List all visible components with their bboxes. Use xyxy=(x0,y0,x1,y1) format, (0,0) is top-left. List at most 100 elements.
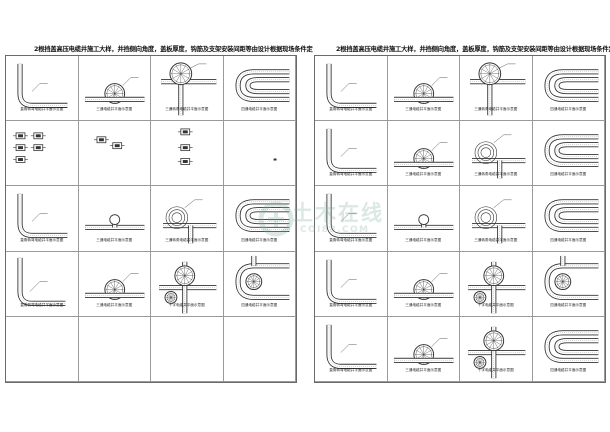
trench-drawing xyxy=(472,134,526,179)
trench-drawing xyxy=(17,194,68,239)
trench-drawing xyxy=(468,261,526,313)
trench-drawing xyxy=(393,77,453,104)
detail-panel-elbow: 直角转弯电缆井平面示意图 xyxy=(6,56,79,122)
panel-caption: 三通电缆井平面示意图 xyxy=(405,172,442,177)
trench-drawing xyxy=(543,134,598,168)
trench-drawing xyxy=(326,194,377,239)
panel-caption: 四通电缆井平面示意图 xyxy=(241,302,278,307)
trench-drawing xyxy=(273,158,277,161)
detail-panel-tee-small: 三通电缆井平面示意图 xyxy=(387,186,460,252)
detail-panel-spiral-tee: 三通转角电缆井平面示意图 xyxy=(460,186,533,252)
trench-drawing xyxy=(177,128,193,166)
detail-panel-tee-wheel: 三通电缆井平面示意图 xyxy=(78,56,151,122)
trench-drawing xyxy=(84,273,144,300)
trench-drawing xyxy=(159,261,217,313)
panel-caption: 直角转弯电缆井平面示意图 xyxy=(20,302,64,307)
panel-caption: 三通转角电缆井平面示意图 xyxy=(165,107,209,112)
panel-caption: 三通转角电缆井平面示意图 xyxy=(474,237,518,242)
trench-drawing xyxy=(393,338,453,365)
detail-panel-empty xyxy=(223,316,296,382)
detail-panel-wheel-cross: 十字电缆井平面示意图 xyxy=(151,251,224,317)
panel-caption: 直角转弯电缆井平面示意图 xyxy=(329,172,373,177)
panel-caption: 三通电缆井平面示意图 xyxy=(96,302,133,307)
detail-panel-ucurve: 四通电缆井平面示意图 xyxy=(532,316,605,382)
trench-drawing xyxy=(79,317,151,381)
panel-caption: 三通转角电缆井平面示意图 xyxy=(474,107,518,112)
detail-panel-elbow: 直角转弯电缆井平面示意图 xyxy=(315,186,388,252)
detail-panel-elbow-long: 直角转弯电缆井平面示意图 xyxy=(6,251,79,317)
sheet-title-left: 2根挡盖高压电缆井施工大样，井挡侧向角度，盖板厚度，钩筋及支架安装间距等由设计根… xyxy=(34,46,313,53)
trench-drawing xyxy=(93,136,125,150)
sheet-title-right: 2根挡盖高压电缆井施工大样，井挡侧向角度，盖板厚度，钩筋及支架安装间距等由设计根… xyxy=(336,46,610,53)
trench-drawing xyxy=(234,69,289,103)
trench-drawing xyxy=(470,62,526,116)
trench-drawing xyxy=(13,132,46,164)
detail-panel-ucurve: 四通电缆井平面示意图 xyxy=(223,56,296,122)
trench-drawing xyxy=(472,200,526,244)
panel-caption: 四通电缆井平面示意图 xyxy=(550,367,587,372)
panel-caption: 直角转弯电缆井平面示意图 xyxy=(329,237,373,242)
detail-panel-ucurve-cross: 四通电缆井平面示意图 xyxy=(532,251,605,317)
detail-panel-tee-wheel: 三通电缆井平面示意图 xyxy=(78,251,151,317)
detail-panel-elbow: 直角转弯电缆井平面示意图 xyxy=(6,186,79,252)
detail-panel-sections2 xyxy=(78,121,151,187)
panel-caption: 四通电缆井平面示意图 xyxy=(241,107,278,112)
trench-drawing xyxy=(393,142,453,170)
panel-caption: 四通电缆井平面示意图 xyxy=(550,107,587,112)
trench-drawing xyxy=(234,255,289,300)
trench-drawing xyxy=(326,324,377,369)
detail-panel-empty xyxy=(151,316,224,382)
drawing-sheet-left: 直角转弯电缆井平面示意图三通电缆井平面示意图三通转角电缆井平面示意图四通电缆井平… xyxy=(5,55,297,383)
panel-caption: 四通电缆井平面示意图 xyxy=(550,302,587,307)
trench-drawing xyxy=(17,257,66,306)
panel-caption: 三通电缆井平面示意图 xyxy=(96,237,133,242)
detail-panel-tee-small: 三通电缆井平面示意图 xyxy=(78,186,151,252)
detail-panel-empty xyxy=(6,316,79,382)
panel-caption: 三通转角电缆井平面示意图 xyxy=(165,237,209,242)
panel-caption: 十字电缆井平面示意图 xyxy=(477,367,514,372)
panel-caption: 四通电缆井平面示意图 xyxy=(550,172,587,177)
trench-drawing xyxy=(161,62,217,116)
detail-panel-wheel-tee: 三通转角电缆井平面示意图 xyxy=(460,56,533,122)
detail-panel-elbow: 直角转弯电缆井平面示意图 xyxy=(315,316,388,382)
panel-caption: 三通电缆井平面示意图 xyxy=(405,302,442,307)
panel-caption: 三通电缆井平面示意图 xyxy=(405,237,442,242)
trench-drawing xyxy=(17,63,68,108)
trench-drawing xyxy=(543,255,598,300)
detail-panel-ucurve: 四通电缆井平面示意图 xyxy=(532,186,605,252)
trench-drawing xyxy=(543,69,598,103)
panel-grid-right: 直角转弯电缆井平面示意图三通电缆井平面示意图三通转角电缆井平面示意图四通电缆井平… xyxy=(315,56,605,382)
trench-drawing xyxy=(224,317,296,381)
detail-panel-elbow: 直角转弯电缆井平面示意图 xyxy=(315,251,388,317)
panel-grid-left: 直角转弯电缆井平面示意图三通电缆井平面示意图三通转角电缆井平面示意图四通电缆井平… xyxy=(6,56,296,382)
trench-drawing xyxy=(84,214,144,231)
panel-caption: 三通电缆井平面示意图 xyxy=(405,107,442,112)
detail-panel-ucurve-cross: 四通电缆井平面示意图 xyxy=(223,251,296,317)
trench-drawing xyxy=(326,129,377,174)
trench-drawing xyxy=(543,199,598,233)
detail-panel-elbow: 直角转弯电缆井平面示意图 xyxy=(315,121,388,187)
detail-panel-ucurve: 四通电缆井平面示意图 xyxy=(223,186,296,252)
panel-caption: 四通电缆井平面示意图 xyxy=(241,237,278,242)
panel-caption: 三通转角电缆井平面示意图 xyxy=(474,172,518,177)
detail-panel-tee-wheel: 三通电缆井平面示意图 xyxy=(387,56,460,122)
trench-drawing xyxy=(234,199,289,233)
panel-caption: 四通电缆井平面示意图 xyxy=(550,237,587,242)
detail-panel-spiral-tee: 三通转角电缆井平面示意图 xyxy=(460,121,533,187)
panel-caption: 十字电缆井平面示意图 xyxy=(477,302,514,307)
detail-panel-tee-wheel: 三通电缆井平面示意图 xyxy=(387,316,460,382)
detail-panel-sections xyxy=(6,121,79,187)
detail-panel-wheel-cross: 十字电缆井平面示意图 xyxy=(460,316,533,382)
trench-drawing xyxy=(163,200,217,244)
detail-panel-empty xyxy=(78,316,151,382)
trench-drawing xyxy=(326,63,377,108)
detail-panel-elbow: 直角转弯电缆井平面示意图 xyxy=(315,56,388,122)
panel-caption: 三通电缆井平面示意图 xyxy=(405,367,442,372)
detail-panel-spiral-tee: 三通转角电缆井平面示意图 xyxy=(151,186,224,252)
trench-drawing xyxy=(151,317,223,381)
trench-drawing xyxy=(543,330,598,363)
detail-panel-tee-wheel: 三通电缆井平面示意图 xyxy=(387,251,460,317)
trench-drawing xyxy=(84,77,144,104)
detail-panel-wheel-tee: 三通转角电缆井平面示意图 xyxy=(151,56,224,122)
trench-drawing xyxy=(393,214,453,231)
